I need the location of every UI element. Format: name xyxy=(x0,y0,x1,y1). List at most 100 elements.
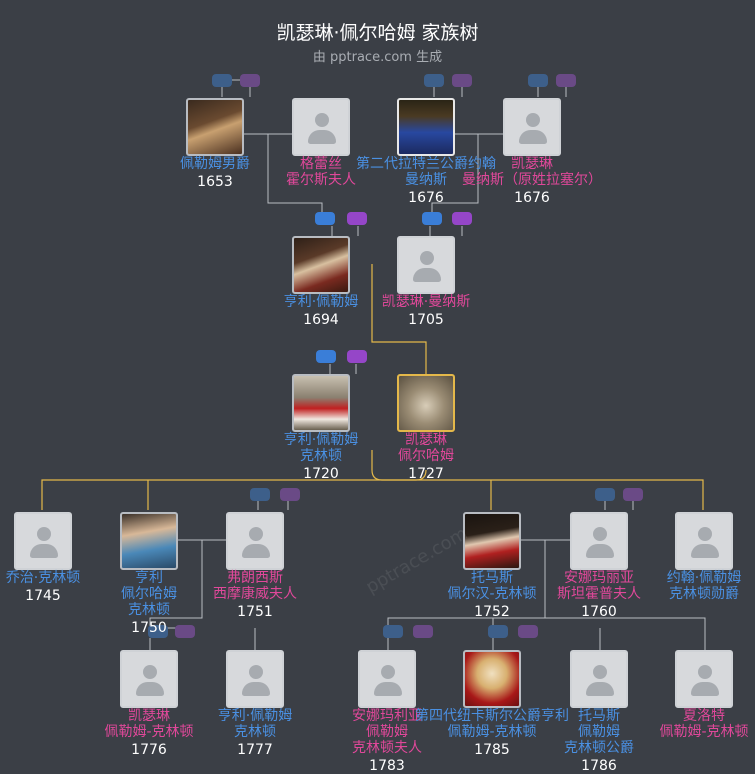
expand-ancestors-toggle[interactable] xyxy=(212,74,232,87)
person-card[interactable]: 亨利·佩勒姆 1694 xyxy=(284,236,358,328)
person-name: 亨利·佩勒姆 xyxy=(283,294,359,310)
person-name: 托马斯 佩尔汉-克林顿 xyxy=(447,570,537,602)
person-card[interactable]: 亨利·佩勒姆 克林顿 1720 xyxy=(284,374,358,482)
person-card[interactable]: 第四代纽卡斯尔公爵亨利 佩勒姆-克林顿 1785 xyxy=(415,650,569,758)
person-birth-year: 1776 xyxy=(131,742,167,758)
person-card[interactable]: 约翰·佩勒姆 克林顿勋爵 xyxy=(667,512,741,602)
expand-spouse-toggle[interactable] xyxy=(175,625,195,638)
expand-ancestors-toggle[interactable] xyxy=(488,625,508,638)
expand-spouse-toggle[interactable] xyxy=(240,74,260,87)
person-card[interactable]: 凯瑟琳 佩尔哈姆 1727 xyxy=(397,374,455,482)
page-title: 凯瑟琳·佩尔哈姆 家族树 xyxy=(276,22,479,44)
person-name: 乔治·克林顿 xyxy=(5,570,81,586)
portrait xyxy=(397,98,455,156)
person-card[interactable]: 亨利·佩勒姆 克林顿 1777 xyxy=(218,650,292,758)
person-card[interactable]: 安娜玛丽亚 斯坦霍普夫人 1760 xyxy=(557,512,641,620)
portrait xyxy=(463,512,521,570)
person-card[interactable]: 凯瑟琳 曼纳斯（原姓拉塞尔） 1676 xyxy=(462,98,602,206)
person-card[interactable]: 格蕾丝 霍尔斯夫人 xyxy=(286,98,356,188)
expand-ancestors-toggle[interactable] xyxy=(148,625,168,638)
avatar-placeholder-icon xyxy=(675,650,733,708)
person-name: 夏洛特 佩勒姆-克林顿 xyxy=(659,708,749,740)
person-card[interactable]: 凯瑟琳·曼纳斯 1705 xyxy=(382,236,470,328)
person-birth-year: 1752 xyxy=(474,604,510,620)
avatar-placeholder-icon xyxy=(292,98,350,156)
person-birth-year: 1720 xyxy=(303,466,339,482)
portrait xyxy=(186,98,244,156)
expand-spouse-toggle[interactable] xyxy=(623,488,643,501)
expand-ancestors-toggle[interactable] xyxy=(383,625,403,638)
person-card[interactable]: 第二代拉特兰公爵约翰 曼纳斯 1676 xyxy=(356,98,496,206)
avatar-placeholder-icon xyxy=(226,512,284,570)
person-name: 格蕾丝 霍尔斯夫人 xyxy=(286,156,356,188)
expand-spouse-toggle[interactable] xyxy=(280,488,300,501)
person-birth-year: 1750 xyxy=(131,620,167,636)
person-card[interactable]: 托马斯 佩尔汉-克林顿 1752 xyxy=(447,512,537,620)
avatar-placeholder-icon xyxy=(358,650,416,708)
person-name: 托马斯 佩勒姆 克林顿公爵 xyxy=(564,708,634,756)
person-birth-year: 1786 xyxy=(581,758,617,774)
person-birth-year: 1783 xyxy=(369,758,405,774)
person-card[interactable]: 凯瑟琳 佩勒姆-克林顿 1776 xyxy=(104,650,194,758)
person-name: 凯瑟琳 佩尔哈姆 xyxy=(398,432,454,464)
person-birth-year: 1705 xyxy=(408,312,444,328)
person-card[interactable]: 乔治·克林顿 1745 xyxy=(6,512,80,604)
person-birth-year: 1751 xyxy=(237,604,273,620)
person-name: 安娜玛利亚 佩勒姆 克林顿夫人 xyxy=(352,708,422,756)
portrait xyxy=(292,374,350,432)
page-subtitle: 由 pptrace.com 生成 xyxy=(312,50,443,65)
person-card[interactable]: 安娜玛利亚 佩勒姆 克林顿夫人 1783 xyxy=(352,650,422,774)
portrait xyxy=(397,374,455,432)
person-birth-year: 1676 xyxy=(514,190,550,206)
person-birth-year: 1777 xyxy=(237,742,273,758)
person-name: 凯瑟琳 佩勒姆-克林顿 xyxy=(104,708,194,740)
person-birth-year: 1694 xyxy=(303,312,339,328)
person-name: 凯瑟琳·曼纳斯 xyxy=(381,294,471,310)
avatar-placeholder-icon xyxy=(675,512,733,570)
expand-spouse-toggle[interactable] xyxy=(556,74,576,87)
expand-ancestors-toggle[interactable] xyxy=(250,488,270,501)
avatar-placeholder-icon xyxy=(503,98,561,156)
person-name: 第二代拉特兰公爵约翰 曼纳斯 xyxy=(356,156,496,188)
avatar-placeholder-icon xyxy=(120,650,178,708)
expand-ancestors-toggle[interactable] xyxy=(595,488,615,501)
person-birth-year: 1676 xyxy=(408,190,444,206)
expand-spouse-toggle[interactable] xyxy=(452,74,472,87)
avatar-placeholder-icon xyxy=(570,512,628,570)
portrait xyxy=(120,512,178,570)
expand-ancestors-toggle[interactable] xyxy=(528,74,548,87)
expand-spouse-toggle[interactable] xyxy=(347,212,367,225)
person-birth-year: 1653 xyxy=(197,174,233,190)
person-card[interactable]: 夏洛特 佩勒姆-克林顿 xyxy=(659,650,749,740)
expand-spouse-toggle[interactable] xyxy=(347,350,367,363)
avatar-placeholder-icon xyxy=(397,236,455,294)
expand-spouse-toggle[interactable] xyxy=(452,212,472,225)
person-name: 亨利·佩勒姆 克林顿 xyxy=(217,708,293,740)
expand-ancestors-toggle[interactable] xyxy=(422,212,442,225)
person-name: 亨利 佩尔哈姆 克林顿 xyxy=(121,570,177,618)
expand-ancestors-toggle[interactable] xyxy=(316,350,336,363)
person-birth-year: 1727 xyxy=(408,466,444,482)
person-name: 弗朗西斯 西摩康威夫人 xyxy=(213,570,297,602)
expand-ancestors-toggle[interactable] xyxy=(424,74,444,87)
avatar-placeholder-icon xyxy=(226,650,284,708)
portrait xyxy=(463,650,521,708)
person-name: 亨利·佩勒姆 克林顿 xyxy=(283,432,359,464)
expand-ancestors-toggle[interactable] xyxy=(315,212,335,225)
avatar-placeholder-icon xyxy=(14,512,72,570)
person-name: 约翰·佩勒姆 克林顿勋爵 xyxy=(666,570,742,602)
expand-spouse-toggle[interactable] xyxy=(518,625,538,638)
person-name: 佩勒姆男爵 xyxy=(180,156,250,172)
expand-spouse-toggle[interactable] xyxy=(413,625,433,638)
person-card[interactable]: 托马斯 佩勒姆 克林顿公爵 1786 xyxy=(564,650,634,774)
person-name: 凯瑟琳 曼纳斯（原姓拉塞尔） xyxy=(462,156,602,188)
person-card[interactable]: 弗朗西斯 西摩康威夫人 1751 xyxy=(213,512,297,620)
person-name: 安娜玛丽亚 斯坦霍普夫人 xyxy=(557,570,641,602)
person-name: 第四代纽卡斯尔公爵亨利 佩勒姆-克林顿 xyxy=(415,708,569,740)
avatar-placeholder-icon xyxy=(570,650,628,708)
person-birth-year: 1745 xyxy=(25,588,61,604)
person-card[interactable]: 亨利 佩尔哈姆 克林顿 1750 xyxy=(120,512,178,636)
portrait xyxy=(292,236,350,294)
person-card[interactable]: 佩勒姆男爵 1653 xyxy=(180,98,250,190)
person-birth-year: 1760 xyxy=(581,604,617,620)
